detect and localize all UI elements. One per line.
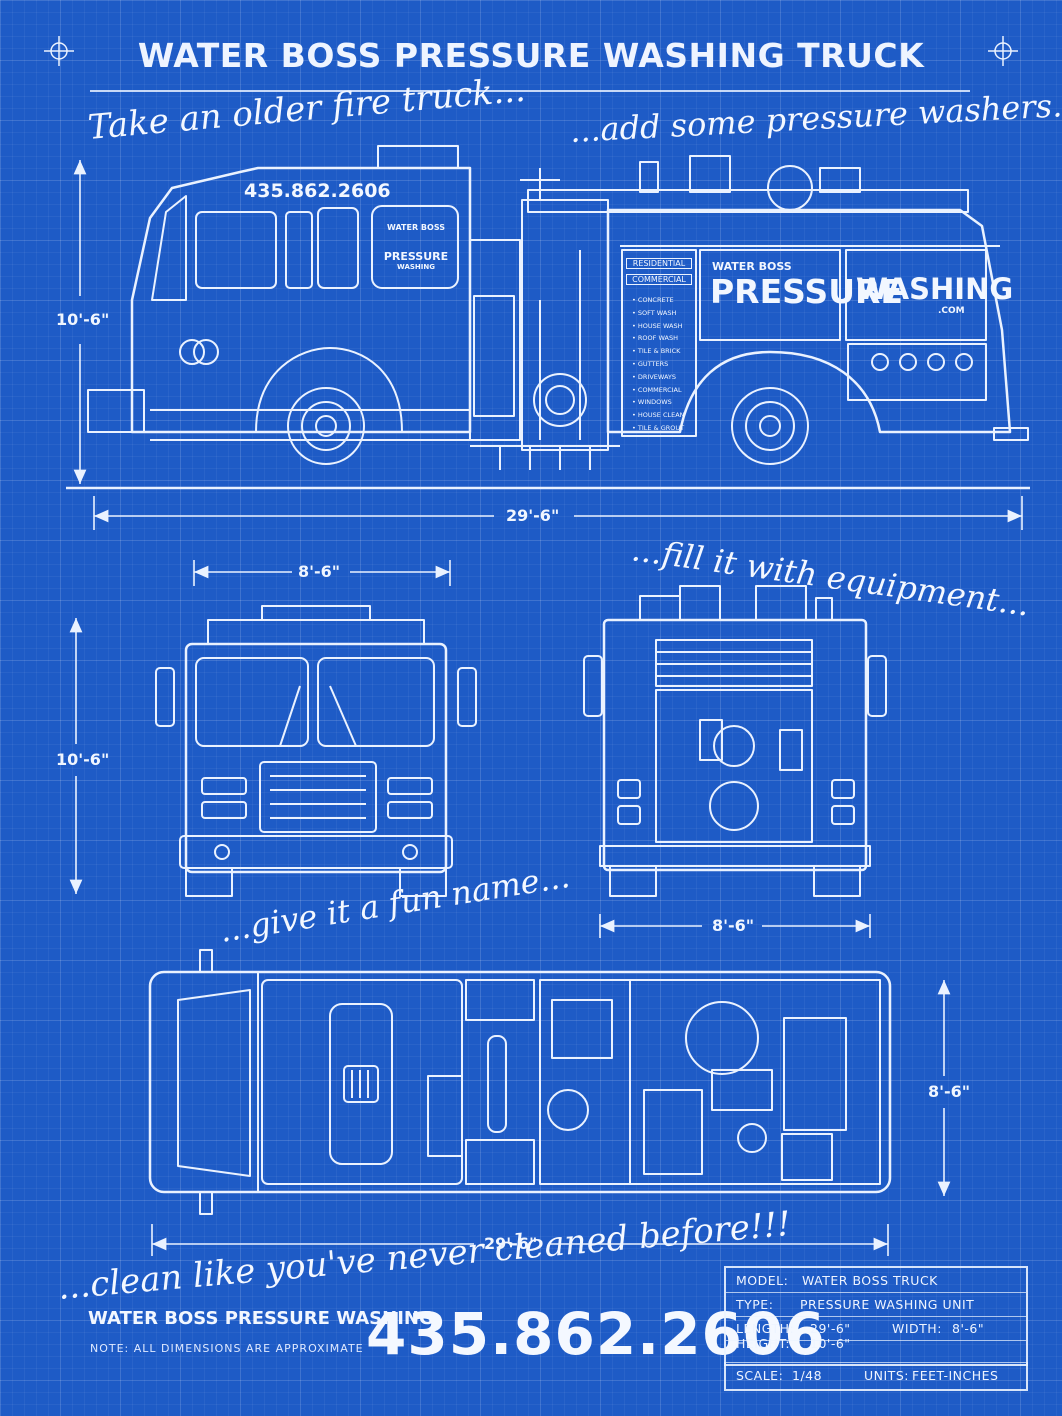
service-item: • DRIVEWAYS xyxy=(632,372,677,381)
side-brand-small: WATER BOSS xyxy=(712,260,792,273)
tag-commercial: COMMERCIAL xyxy=(626,274,692,285)
tag-residential: RESIDENTIAL xyxy=(626,258,692,269)
spec-row-scale-units: SCALE: 1/48 UNITS: FEET-INCHES xyxy=(724,1362,1028,1391)
dim-side-height: 10'-6" xyxy=(56,310,110,329)
spec-model-value: WATER BOSS TRUCK xyxy=(802,1273,938,1288)
side-brand-com: .COM xyxy=(938,306,965,316)
front-view-truck xyxy=(155,605,477,897)
service-item: • TILE & BRICK xyxy=(632,347,681,356)
dim-top-width: 8'-6" xyxy=(928,1082,971,1101)
spec-height-label: HEIGHT: xyxy=(736,1336,791,1351)
spec-scale-value: 1/48 xyxy=(792,1368,823,1383)
spec-type-value: PRESSURE WASHING UNIT xyxy=(800,1297,975,1312)
spec-type-label: TYPE: xyxy=(736,1297,774,1312)
spec-width-value: 8'-6" xyxy=(952,1321,985,1336)
title-underline xyxy=(90,90,970,92)
side-brand-pressure: PRESSURE xyxy=(710,272,903,311)
page-title: WATER BOSS PRESSURE WASHING TRUCK xyxy=(137,36,925,75)
door-logo: WATER BOSS PRESSURE WASHING xyxy=(378,222,454,273)
door-logo-line3: WASHING xyxy=(397,263,435,271)
footer-brand: WATER BOSS PRESSURE WASHING xyxy=(88,1308,434,1329)
dim-side-length: 29'-6" xyxy=(506,506,560,525)
dim-top-length: 29'-6" xyxy=(484,1234,538,1253)
spec-units-label: UNITS: xyxy=(864,1368,909,1383)
spec-row-type: TYPE: PRESSURE WASHING UNIT xyxy=(726,1292,1026,1317)
spec-length-value: 29'-6" xyxy=(810,1321,851,1336)
door-logo-line2: PRESSURE xyxy=(383,250,449,263)
rear-view-truck xyxy=(583,585,887,897)
service-item: • GUTTERS xyxy=(632,359,669,368)
spec-length-label: LENGTH: xyxy=(736,1321,795,1336)
spec-table: MODEL: WATER BOSS TRUCK TYPE: PRESSURE W… xyxy=(724,1266,1028,1366)
side-brand-washing: WASHING xyxy=(856,272,1014,306)
service-item: • WINDOWS xyxy=(632,398,672,407)
service-item: • SOFT WASH xyxy=(632,308,677,317)
top-view-truck xyxy=(148,949,892,1215)
service-item: • TILE & GROUT xyxy=(632,423,685,432)
spec-model-label: MODEL: xyxy=(736,1273,789,1288)
side-view-truck xyxy=(66,145,1030,490)
dim-rear-width: 8'-6" xyxy=(712,916,755,935)
crosshair-icon xyxy=(988,36,1018,66)
spec-scale-label: SCALE: xyxy=(736,1368,784,1383)
spec-row-length-width: LENGTH: 29'-6" WIDTH: 8'-6" xyxy=(726,1316,1026,1341)
services-list: • CONCRETE • SOFT WASH • HOUSE WASH • ROOF … xyxy=(632,294,685,435)
spec-height-value: 10'-6" xyxy=(810,1336,851,1351)
service-item: • HOUSE WASH xyxy=(632,321,683,330)
service-item: • CONCRETE xyxy=(632,296,674,304)
dim-front-height: 10'-6" xyxy=(56,750,110,769)
footer-phone-number: 435.862.2606 xyxy=(366,1300,826,1368)
footer-note: NOTE: ALL DIMENSIONS ARE APPROXIMATE xyxy=(90,1342,364,1355)
crosshair-icon xyxy=(44,36,74,66)
cab-phone-number: 435.862.2606 xyxy=(244,180,391,202)
spec-row-height-scale: HEIGHT: 10'-6" xyxy=(726,1336,1026,1364)
service-item: • HOUSE CLEAN xyxy=(632,411,685,420)
dim-front-width: 8'-6" xyxy=(298,562,341,581)
door-logo-line1: WATER BOSS xyxy=(387,223,445,232)
spec-row-model: MODEL: WATER BOSS TRUCK xyxy=(726,1268,1026,1293)
service-item: • ROOF WASH xyxy=(632,334,678,343)
spec-width-label: WIDTH: xyxy=(892,1321,942,1336)
service-item: • COMMERCIAL xyxy=(632,385,682,394)
spec-units-value: FEET-INCHES xyxy=(912,1368,999,1383)
